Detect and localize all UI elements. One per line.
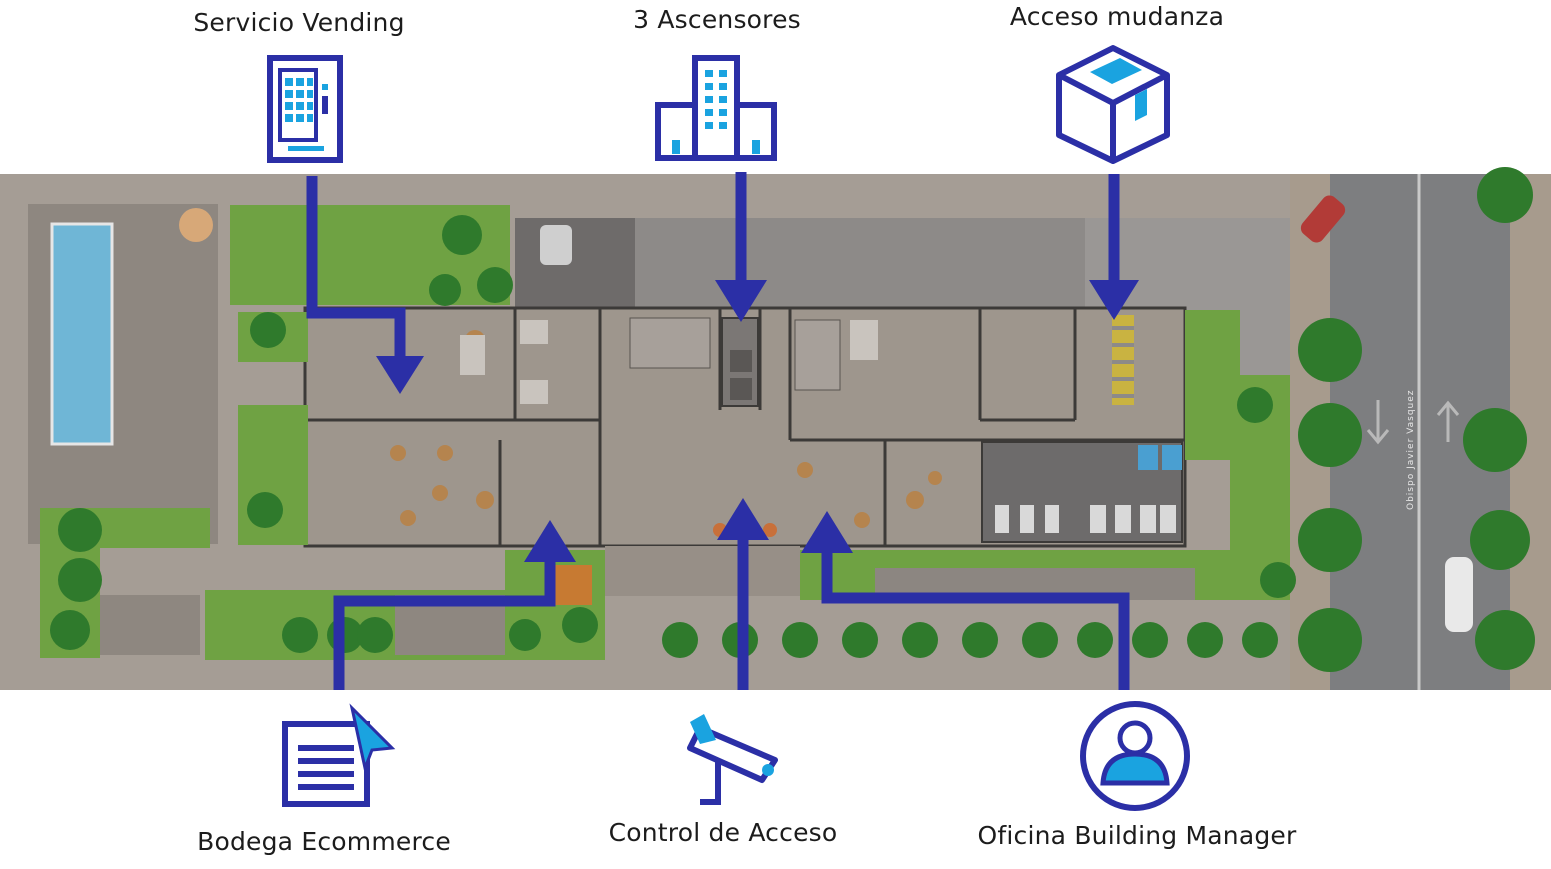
entrance-plaza xyxy=(605,546,800,596)
ecommerce-label: Bodega Ecommerce xyxy=(197,827,451,856)
manager-connector xyxy=(821,550,1130,690)
vending-label: Servicio Vending xyxy=(193,8,405,37)
box-icon xyxy=(1056,45,1170,164)
car-white xyxy=(1445,557,1473,632)
vending-machine-icon xyxy=(267,55,343,163)
security-camera-icon xyxy=(687,714,778,805)
user-icon xyxy=(1080,701,1190,811)
vending-connector xyxy=(306,176,406,360)
elevators-arrowhead xyxy=(715,280,767,322)
car-red xyxy=(1300,195,1346,243)
building-icon xyxy=(655,55,777,161)
building-manager-label: Oficina Building Manager xyxy=(977,821,1297,850)
vending-arrowhead xyxy=(376,356,424,394)
pool xyxy=(50,222,114,446)
ecommerce-arrowhead xyxy=(524,520,576,562)
moving-arrowhead xyxy=(1089,280,1139,320)
garage-door-icon xyxy=(282,703,396,807)
manager-arrowhead xyxy=(801,511,853,553)
access-control-label: Control de Acceso xyxy=(608,818,838,847)
elevators-label: 3 Ascensores xyxy=(633,5,801,34)
access-arrowhead xyxy=(717,498,769,540)
moving-access-label: Acceso mudanza xyxy=(1009,2,1225,31)
street-name: Obispo Javier Vasquez xyxy=(1406,389,1416,510)
ecommerce-connector xyxy=(333,560,556,690)
